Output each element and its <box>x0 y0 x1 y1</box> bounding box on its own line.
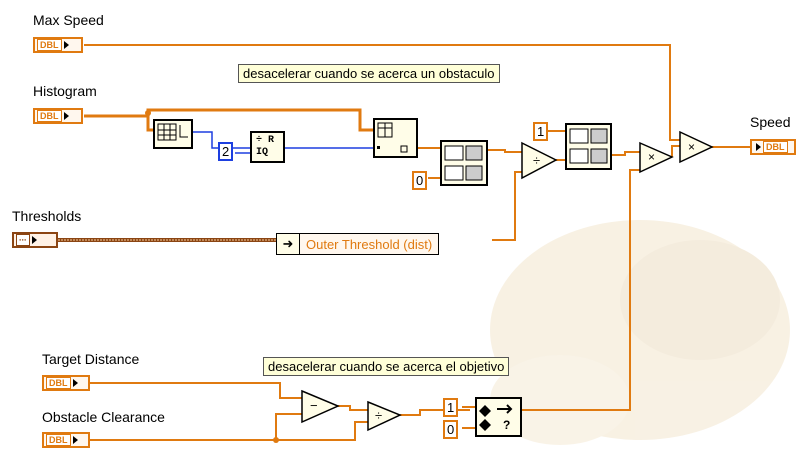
max-speed-terminal[interactable]: DBL <box>33 37 83 53</box>
arrow-icon <box>63 112 69 120</box>
obstacle-clearance-terminal[interactable]: DBL <box>42 432 90 448</box>
arrow-icon <box>72 436 78 444</box>
select-node[interactable]: ? <box>475 397 522 437</box>
max-min-node-a[interactable] <box>440 140 488 186</box>
multiply-node-b-shape <box>679 130 714 164</box>
multiply-node-a-shape <box>639 141 674 174</box>
thresholds-terminal[interactable]: ∙∙∙ <box>12 232 58 248</box>
speed-indicator[interactable]: DBL <box>750 139 796 155</box>
divide-node-shape <box>521 141 558 180</box>
comment-target: desacelerar cuando se acerca el objetivo <box>263 357 510 376</box>
array-grid-icon <box>157 123 188 141</box>
zero-constant-a[interactable]: 0 <box>412 171 428 190</box>
max-min-icon <box>444 145 483 181</box>
select-icon: ? <box>479 404 513 432</box>
one-constant-b[interactable]: 1 <box>443 398 459 417</box>
zero-constant-b[interactable]: 0 <box>443 420 459 439</box>
dbl-tag: DBL <box>763 141 788 153</box>
target-distance-label: Target Distance <box>42 351 140 367</box>
arrow-icon <box>63 41 69 49</box>
max-speed-label: Max Speed <box>33 12 104 28</box>
quotient-remainder-symbol: ÷ R IQ <box>256 135 275 158</box>
max-min-node-b[interactable] <box>565 123 612 170</box>
index-array-node[interactable] <box>373 118 418 158</box>
svg-text:?: ? <box>503 418 510 432</box>
thresholds-label: Thresholds <box>12 208 82 224</box>
histogram-label: Histogram <box>33 83 97 99</box>
svg-text:−: − <box>310 398 318 413</box>
svg-text:×: × <box>688 140 695 154</box>
cluster-tag: ∙∙∙ <box>16 234 30 246</box>
array-size-node[interactable] <box>153 119 193 149</box>
index-array-icon <box>377 122 408 153</box>
svg-text:÷: ÷ <box>533 153 540 168</box>
unbundle-field[interactable]: Outer Threshold (dist) <box>300 233 440 255</box>
quotient-remainder-node[interactable]: ÷ R IQ <box>250 131 285 163</box>
watermark-graphic <box>490 220 790 445</box>
divisor-constant[interactable]: 2 <box>218 142 234 161</box>
target-distance-terminal[interactable]: DBL <box>42 375 90 391</box>
one-constant-a[interactable]: 1 <box>533 122 549 141</box>
dbl-tag: DBL <box>46 434 71 446</box>
svg-text:×: × <box>648 150 655 164</box>
obstacle-clearance-label: Obstacle Clearance <box>42 409 165 425</box>
arrow-icon <box>72 379 78 387</box>
dbl-tag: DBL <box>46 377 71 389</box>
dbl-tag: DBL <box>37 39 62 51</box>
divide-node-b-shape <box>367 400 402 432</box>
svg-text:÷: ÷ <box>375 408 382 423</box>
comment-obstacle: desacelerar cuando se acerca un obstacul… <box>238 64 500 83</box>
subtract-node-shape <box>301 389 340 424</box>
arrow-icon <box>756 143 761 151</box>
unbundle-arrow-icon: ➜ <box>276 233 300 255</box>
arrow-icon <box>31 236 37 244</box>
dbl-tag: DBL <box>37 110 62 122</box>
speed-label: Speed <box>750 114 791 130</box>
max-min-icon <box>569 128 608 164</box>
histogram-terminal[interactable]: DBL <box>33 108 83 124</box>
unbundle-by-name-node[interactable]: ➜ Outer Threshold (dist) <box>276 233 496 255</box>
